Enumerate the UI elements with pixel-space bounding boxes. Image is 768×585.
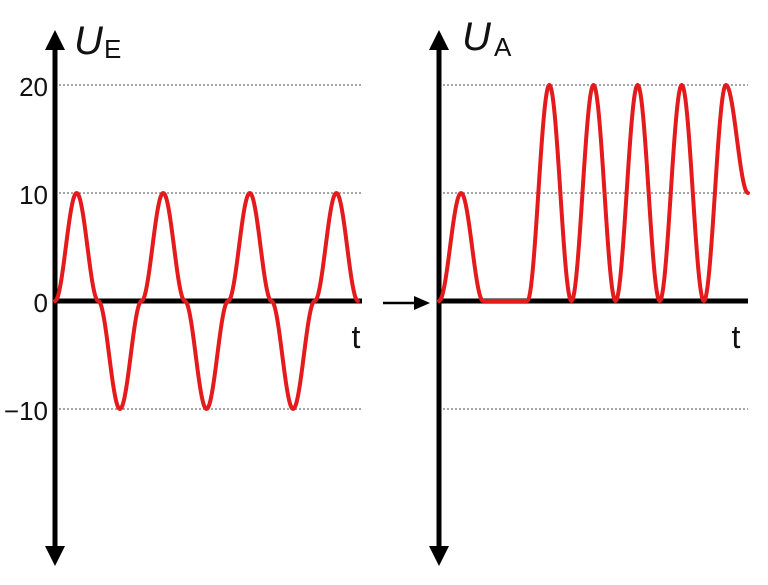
signal-series <box>53 83 750 411</box>
input-signal-line <box>53 191 360 411</box>
left-x-axis-label: t <box>352 319 361 355</box>
transition-arrow-head <box>414 296 430 310</box>
y-tick-label-10: 10 <box>19 180 48 210</box>
y-tick-label-minus-10: −10 <box>4 396 48 426</box>
left-y-axis-symbol: U <box>74 19 104 63</box>
left-chart-axes: U E t <box>45 19 362 566</box>
y-tick-label-0: 0 <box>34 288 48 318</box>
y-tick-label-20: 20 <box>19 72 48 102</box>
left-y-axis-subscript: E <box>104 34 121 64</box>
output-signal-line <box>437 83 750 303</box>
right-y-axis-symbol: U <box>462 15 492 59</box>
right-x-axis-label: t <box>732 319 741 355</box>
transition-arrow <box>383 296 430 310</box>
right-y-axis-subscript: A <box>494 32 512 62</box>
y-tick-labels: 20 10 0 −10 <box>4 72 48 426</box>
